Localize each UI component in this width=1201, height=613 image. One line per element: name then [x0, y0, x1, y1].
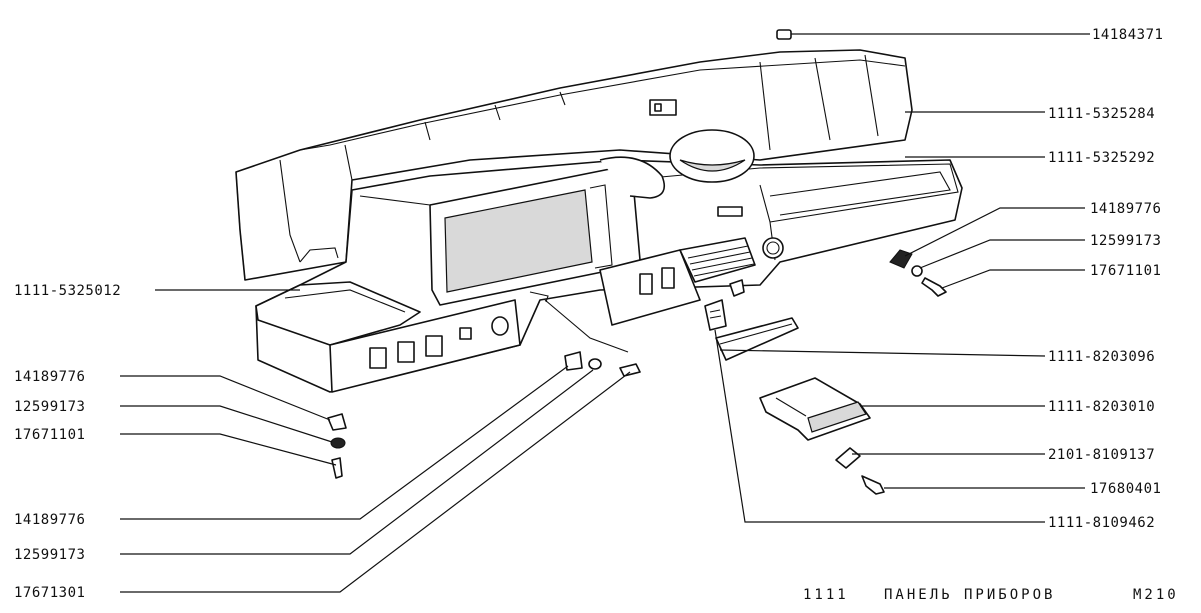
footer-model-code: 1111: [803, 587, 849, 603]
part-label: 1111-8203010: [1048, 399, 1155, 415]
part-label: 1111-5325292: [1048, 150, 1155, 166]
part-label: 12599173: [14, 547, 85, 563]
footer-sheet-code: М210: [1133, 587, 1179, 603]
instrument-panel-body: [255, 129, 963, 393]
part-label: 14189776: [1090, 201, 1161, 217]
part-label: 17680401: [1090, 481, 1161, 497]
diagram-footer: 1111 ПАНЕЛЬ ПРИБОРОВ М210: [803, 587, 1179, 603]
part-label: 14184371: [1092, 27, 1163, 43]
part-label: 1111-5325284: [1048, 106, 1155, 122]
part-label: 17671101: [14, 427, 85, 443]
part-label: 1111-8109462: [1048, 515, 1155, 531]
part-label: 2101-8109137: [1048, 447, 1155, 463]
footer-title: ПАНЕЛЬ ПРИБОРОВ: [884, 587, 1055, 603]
part-label: 12599173: [1090, 233, 1161, 249]
part-label: 17671301: [14, 585, 85, 601]
leader-lines: [120, 33, 1090, 593]
part-label: 1111-8203096: [1048, 349, 1155, 365]
small-parts: [327, 29, 947, 495]
part-label: 14189776: [14, 512, 85, 528]
part-label: 1111-5325012: [14, 283, 121, 299]
part-label: 12599173: [14, 399, 85, 415]
part-label: 14189776: [14, 369, 85, 385]
dashboard-top-cover: [235, 49, 913, 281]
part-number-labels: 14184371 1111-5325284 1111-5325292 14189…: [14, 27, 1163, 601]
part-label: 17671101: [1090, 263, 1161, 279]
